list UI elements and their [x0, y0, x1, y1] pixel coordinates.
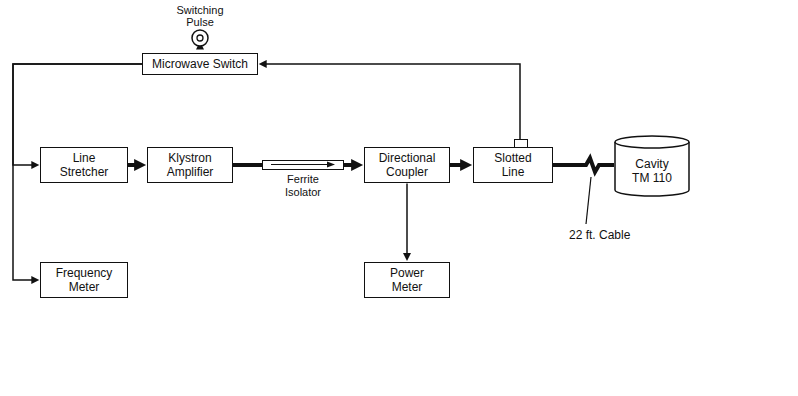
waveguide-line — [128, 163, 141, 167]
node-label: Cavity TM 110 — [627, 157, 677, 186]
isolator-body — [262, 160, 344, 170]
waveguide-line — [344, 163, 358, 167]
signal-line — [13, 64, 142, 280]
meter-box: Frequency Meter — [40, 262, 128, 299]
waveguide-line — [553, 158, 614, 172]
meter-box: Power Meter — [364, 262, 450, 299]
slotted-line-box: Slotted Line — [473, 147, 553, 184]
cavity-cylinder: Cavity TM 110 — [614, 135, 690, 197]
node-label: Power Meter — [379, 266, 435, 295]
node-label: Directional Coupler — [370, 151, 444, 180]
probe-carriage — [514, 139, 528, 147]
leader-line — [586, 177, 591, 224]
switch-box: Microwave Switch — [142, 53, 258, 75]
waveguide-line — [450, 163, 467, 167]
isolator-symbol: Ferrite Isolator — [262, 160, 344, 198]
cable-label: 22 ft. Cable — [568, 228, 631, 242]
node-label: Line Stretcher — [49, 151, 119, 180]
node-label: Frequency Meter — [49, 266, 119, 295]
process-box: Line Stretcher — [40, 147, 128, 184]
coupler-box: Directional Coupler — [364, 147, 450, 184]
isolator-arrow — [263, 161, 342, 168]
jack-symbol — [191, 29, 209, 47]
signal-line — [264, 64, 520, 147]
node-label: Klystron Amplifier — [155, 151, 225, 180]
node-label: Ferrite Isolator — [273, 173, 333, 198]
coax-jack: Switching Pulse — [160, 4, 240, 47]
waveguide-line — [233, 163, 262, 167]
amplifier-box: Klystron Amplifier — [147, 147, 233, 184]
signal-line — [406, 183, 408, 255]
node-label: Slotted Line — [488, 151, 538, 180]
node-label: Microwave Switch — [147, 57, 253, 71]
signal-label: Switching Pulse — [165, 4, 235, 28]
